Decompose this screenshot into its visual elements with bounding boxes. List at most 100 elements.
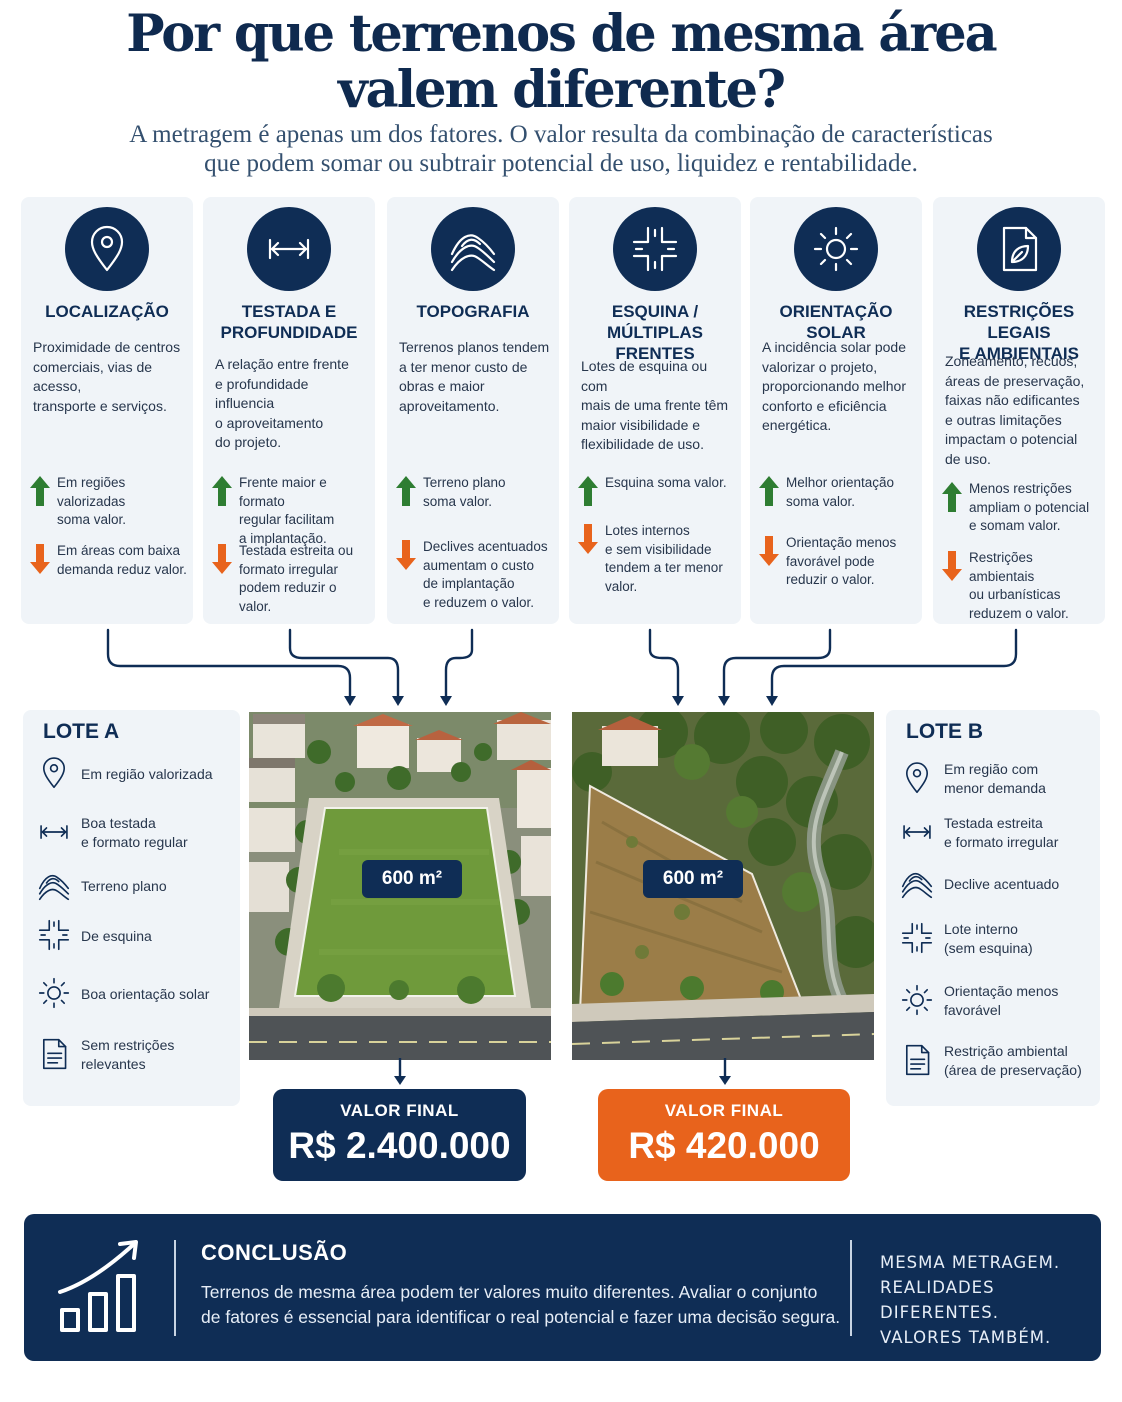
factor-title: ORIENTAÇÃO SOLAR	[754, 301, 918, 343]
lote-a-valor-value: R$ 2.400.000	[288, 1125, 511, 1166]
lote-feature-row: Sem restrições relevantes	[37, 1036, 236, 1074]
increase-note-line: Menos restrições	[969, 481, 1072, 496]
sun-icon	[37, 976, 73, 1012]
conclusion-divider-left	[174, 1240, 176, 1336]
factor-description-line: Proximidade de centros	[33, 339, 181, 355]
decrease-note-line: valor.	[605, 578, 638, 594]
lote-a-title: LOTE A	[43, 720, 120, 743]
lote-feature-text: Sem restrições relevantes	[81, 1037, 175, 1072]
lote-feature-row: Em região valorizada	[37, 756, 236, 792]
decrease-note-line: favorável pode	[786, 553, 875, 569]
factor-description: Zoneamento, recuos,áreas de preservação,…	[945, 352, 1099, 469]
growth-chart-icon	[58, 1240, 138, 1332]
decrease-note-line: Lotes internos	[605, 523, 690, 538]
decrease-note-line: formato irregular	[239, 561, 339, 577]
factor-description: Proximidade de centros comerciais, vias d…	[33, 338, 187, 416]
decrease-note-line: Testada estreita ou	[239, 543, 354, 558]
lote-feature-text: Restrição ambiental	[944, 1043, 1068, 1059]
conclusion-divider-right	[850, 1240, 852, 1336]
conclusion-tagline: MESMA METRAGEM. REALIDADES DIFERENTES. V…	[880, 1250, 1098, 1350]
lote-feature-row: Terreno plano	[37, 868, 236, 904]
factor-title: LOCALIZAÇÃO	[25, 301, 189, 322]
increase-note-line: Terreno plano	[423, 475, 506, 490]
factor-card-1: LOCALIZAÇÃO Proximidade de centros comerci…	[21, 197, 193, 624]
conclusion-text-line-2: de fatores é essencial para identificar …	[201, 1307, 841, 1327]
arrow-up-icon	[395, 474, 419, 508]
factor-description: Lotes de esquina ou com mais de uma frent…	[581, 357, 735, 455]
arrow-down-icon	[29, 542, 53, 576]
lote-feature-text: e formato regular	[81, 834, 188, 850]
factor-title-line: LOCALIZAÇÃO	[45, 302, 169, 321]
lote-feature-text: Em região com	[944, 761, 1039, 777]
increase-note-line: Frente maior e formato	[239, 475, 327, 509]
arrow-down-icon	[395, 538, 419, 572]
factor-title-line: RESTRIÇÕES LEGAIS	[963, 302, 1075, 342]
lote-b-valor-value: R$ 420.000	[628, 1125, 820, 1166]
arrow-down-icon	[941, 549, 965, 583]
factor-title-line: ESQUINA /	[611, 302, 699, 321]
factor-description-line: e outras limitações	[945, 411, 1062, 428]
factor-increase-note: Terreno plano soma valor.	[395, 474, 555, 511]
factor-description-line: Lotes de esquina ou com	[581, 358, 708, 394]
lote-b-value-arrow	[719, 1058, 731, 1085]
increase-note-line: e somam valor.	[969, 518, 1061, 533]
decrease-note-line: ou urbanísticas	[969, 587, 1061, 602]
factor-description-line: o aproveitamento	[215, 414, 324, 431]
document-icon	[900, 1043, 936, 1079]
connector-lines	[106, 628, 1018, 706]
factor-description-line: flexibilidade de uso.	[581, 436, 704, 452]
increase-note-line: soma valor.	[786, 493, 856, 509]
lote-a-area-badge: 600 m²	[362, 860, 462, 898]
arrow-up-icon	[758, 474, 782, 508]
increase-note-line: Esquina soma valor.	[605, 475, 727, 490]
decrease-note-line: Restrições ambientais	[969, 550, 1035, 584]
factor-description-line: energética.	[762, 417, 832, 433]
decrease-note-line: e reduzem o valor.	[423, 594, 535, 610]
increase-note-line: soma valor.	[423, 493, 493, 509]
increase-note-line: soma valor.	[57, 512, 127, 527]
factor-description-line: impactam o potencial	[945, 431, 1078, 447]
tagline-line-3: VALORES TAMBÉM.	[880, 1328, 1052, 1347]
arrow-up-icon	[941, 480, 965, 514]
lote-feature-text: Terreno plano	[81, 877, 167, 894]
factor-description-line: proporcionando melhor	[762, 378, 906, 394]
arrow-up-icon	[577, 474, 601, 508]
title-line-2: valem diferente?	[338, 60, 786, 120]
factor-description-line: conforto e eficiência	[762, 397, 887, 414]
factor-description-line: Terrenos planos tendem	[399, 339, 550, 355]
decrease-note-line: de implantação	[423, 576, 515, 591]
arrow-up-icon	[211, 474, 235, 508]
document-icon	[37, 1037, 73, 1073]
tagline-line-1: MESMA METRAGEM.	[880, 1253, 1061, 1272]
lote-a-valor-label: VALOR FINAL	[340, 1101, 459, 1120]
decrease-note-line: demanda reduz valor.	[57, 561, 187, 577]
factor-description-line: comerciais, vias de acesso,	[33, 358, 153, 395]
increase-note-line: regular facilitam	[239, 512, 335, 527]
factor-description-line: do projeto.	[215, 434, 282, 450]
factor-title-line: MÚLTIPLAS FRENTES	[606, 323, 703, 363]
location-pin-icon	[900, 761, 936, 797]
factor-description-line: mais de uma frente têm	[581, 397, 729, 413]
width-arrows-icon	[900, 815, 936, 851]
lote-a-valor-box: VALOR FINAL R$ 2.400.000	[273, 1089, 526, 1181]
decrease-note-line: reduzir o valor.	[786, 572, 875, 587]
lote-feature-text: Declive acentuado	[944, 875, 1060, 892]
lote-feature-text: (área de preservação)	[944, 1062, 1082, 1078]
